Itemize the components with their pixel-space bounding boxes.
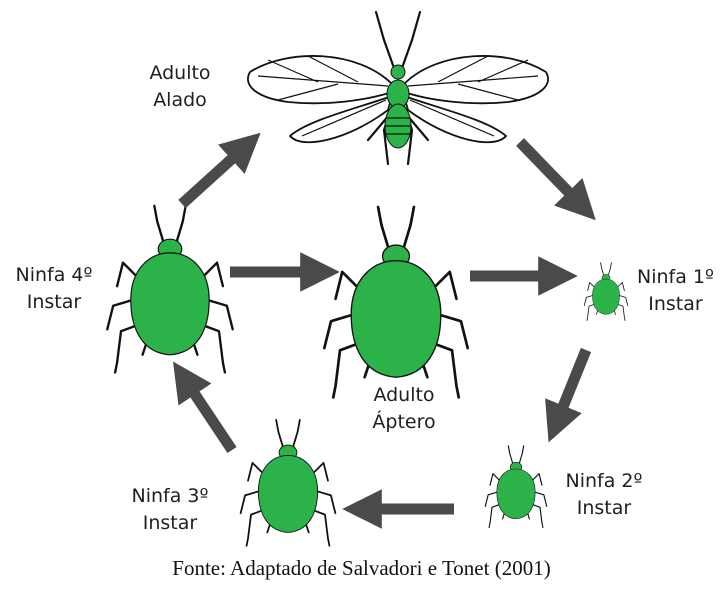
arrow-ninfa4-to-alado	[182, 146, 246, 204]
aphid-icon-ninfa-2	[485, 446, 546, 528]
aphid-icon-ninfa-3	[241, 420, 336, 546]
arrow-ninfa1-to-ninfa2	[556, 350, 586, 424]
label-ninfa-1: Ninfa 1º Instar	[628, 264, 723, 318]
arrow-ninfa3-to-ninfa4	[184, 378, 232, 450]
arrow-alado-to-ninfa1	[520, 142, 582, 206]
aphid-icon-adulto-aptero	[324, 207, 467, 397]
label-ninfa-3: Ninfa 3º Instar	[120, 483, 220, 537]
label-ninfa-2: Ninfa 2º Instar	[554, 468, 654, 522]
aphid-icon-ninfa-1	[584, 263, 628, 321]
label-ninfa-4: Ninfa 4º Instar	[4, 262, 104, 316]
figure-caption: Fonte: Adaptado de Salvadori e Tonet (20…	[0, 556, 723, 581]
winged-aphid-icon	[248, 12, 548, 164]
label-adulto-alado: Adulto Alado	[130, 60, 230, 114]
label-adulto-aptero: Adulto Áptero	[354, 382, 454, 436]
aphid-icon-ninfa-4	[107, 206, 232, 373]
